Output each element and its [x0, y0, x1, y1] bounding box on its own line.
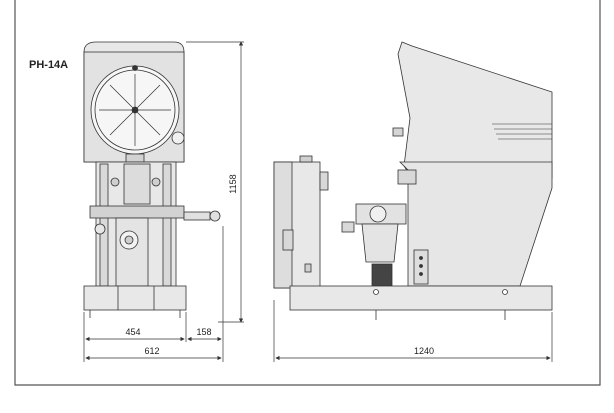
stage-handwheel — [209, 210, 221, 222]
side-motor — [371, 263, 393, 287]
dimension-front-width: 454 — [125, 327, 140, 337]
stage — [89, 205, 185, 219]
projector-hood — [397, 41, 553, 179]
screen-top-marker — [132, 65, 138, 71]
frame-border — [14, 0, 601, 386]
front-base — [83, 285, 187, 311]
side-dimensions — [273, 300, 553, 362]
hood-knob — [392, 127, 404, 137]
front-view — [83, 41, 221, 318]
side-view — [273, 41, 553, 320]
dimension-side-length: 1240 — [414, 346, 434, 356]
dimension-side-extension: 158 — [196, 327, 211, 337]
model-label: PH-14A — [29, 59, 69, 71]
screen-knob — [171, 131, 185, 145]
side-base — [289, 285, 553, 311]
front-dimensions — [83, 41, 244, 362]
dimension-total-front-width: 612 — [144, 346, 159, 356]
dimension-height: 1158 — [228, 174, 238, 193]
